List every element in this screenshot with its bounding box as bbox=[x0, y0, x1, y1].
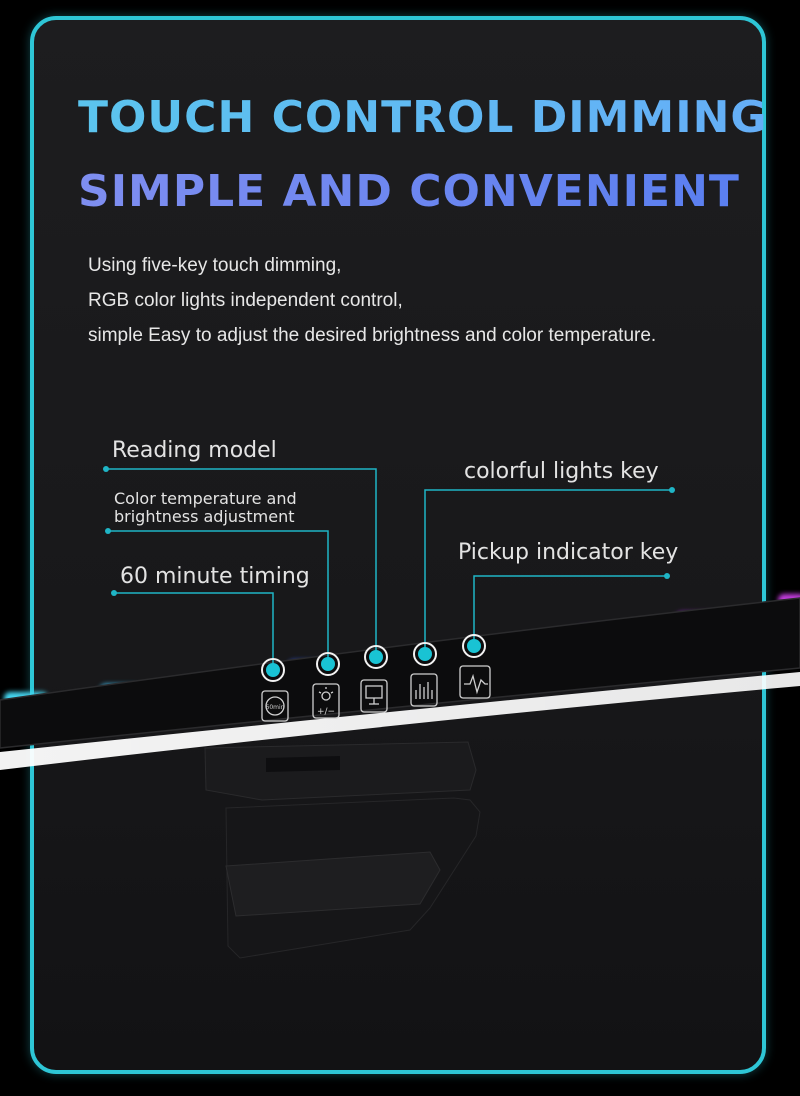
light-bar-glow bbox=[0, 672, 800, 770]
bulb-brightness-icon[interactable]: +/− bbox=[312, 683, 340, 719]
callout-timing: 60 minute timing bbox=[120, 564, 310, 589]
description: Using five-key touch dimming, RGB color … bbox=[88, 248, 656, 353]
marker-reading bbox=[364, 645, 388, 669]
description-line-1: Using five-key touch dimming, bbox=[88, 255, 342, 276]
callout-color-temp-line-1: Color temperature and bbox=[114, 489, 297, 508]
marker-colorful bbox=[413, 642, 437, 666]
svg-text:60min: 60min bbox=[266, 704, 285, 711]
headline-line-1: TOUCH CONTROL DIMMING bbox=[78, 92, 768, 143]
marker-color-temp bbox=[316, 652, 340, 676]
callout-start-dots bbox=[103, 466, 675, 596]
callout-color-temp-line-2: brightness adjustment bbox=[114, 507, 295, 526]
marker-pickup bbox=[462, 634, 486, 658]
monitor-icon[interactable] bbox=[360, 679, 388, 713]
description-line-2: RGB color lights independent control, bbox=[88, 290, 403, 311]
monitor-clamp bbox=[204, 741, 481, 959]
marker-timer bbox=[261, 658, 285, 682]
callout-reading-model: Reading model bbox=[112, 438, 277, 463]
description-line-3: simple Easy to adjust the desired bright… bbox=[88, 325, 657, 346]
callout-pickup-indicator: Pickup indicator key bbox=[458, 540, 679, 565]
touch-keys: 60min +/− bbox=[261, 665, 491, 722]
pulse-icon[interactable] bbox=[459, 665, 491, 699]
callout-lines bbox=[106, 468, 672, 670]
key-markers bbox=[261, 634, 486, 682]
svg-text:+/−: +/− bbox=[317, 707, 335, 717]
headline-line-2: SIMPLE AND CONVENIENT bbox=[78, 166, 740, 217]
light-bar-body bbox=[0, 597, 800, 749]
callout-colorful-lights: colorful lights key bbox=[464, 459, 659, 484]
equalizer-icon[interactable] bbox=[410, 673, 438, 707]
timer-60min-icon[interactable]: 60min bbox=[261, 690, 289, 722]
